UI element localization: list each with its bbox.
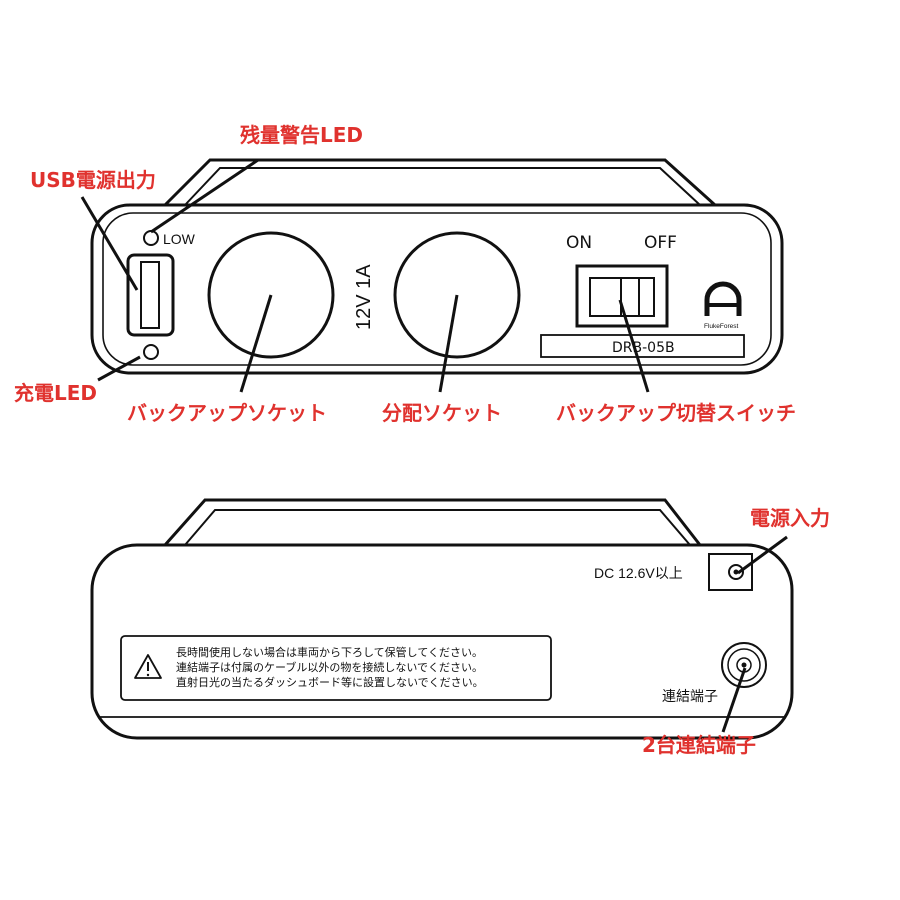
callout-power-input: 電源入力 xyxy=(750,506,830,530)
brand-name: FlukeForest xyxy=(704,323,739,330)
warning-line-2: 連結端子は付属のケーブル以外の物を接続しないでください。 xyxy=(176,660,483,674)
front-handle xyxy=(163,158,717,207)
callout-remaining-warning-led: 残量警告LED xyxy=(240,123,363,147)
backup-switch xyxy=(575,264,669,328)
low-led xyxy=(143,230,159,246)
callout-two-unit-link: 2台連結端子 xyxy=(642,733,756,757)
low-label: LOW xyxy=(163,231,196,247)
switch-on-label: ON xyxy=(566,233,592,253)
usb-port xyxy=(126,253,175,337)
charge-led xyxy=(143,344,159,360)
back-handle xyxy=(163,498,702,546)
warning-line-3: 直射日光の当たるダッシュボード等に設置しないでください。 xyxy=(176,675,484,689)
switch-off-label: OFF xyxy=(644,233,677,253)
link-terminal-label: 連結端子 xyxy=(662,688,718,704)
callout-backup-switch: バックアップ切替スイッチ xyxy=(556,401,796,425)
link-terminal xyxy=(721,642,767,688)
distribution-socket xyxy=(393,231,521,359)
back-body-outer xyxy=(90,543,794,740)
warning-triangle-icon xyxy=(134,654,162,679)
backup-socket xyxy=(207,231,335,359)
front-body-outer xyxy=(90,203,784,375)
callout-usb-power-output: USB電源出力 xyxy=(30,168,156,192)
model-plate xyxy=(540,334,745,358)
back-view: DC 12.6V以上 連結端子 長時間使用しない場合は車両から下ろして保管してく… xyxy=(90,498,830,757)
warning-label xyxy=(120,635,552,701)
warning-line-1: 長時間使用しない場合は車両から下ろして保管してください。 xyxy=(176,645,483,659)
dc-input-jack xyxy=(728,564,744,580)
model-number: DRB-05B xyxy=(612,340,675,356)
flukeforest-logo-icon xyxy=(704,281,742,316)
dc-input-jack-frame xyxy=(708,553,753,591)
dc-input-label: DC 12.6V以上 xyxy=(594,565,683,581)
callout-backup-socket: バックアップソケット xyxy=(127,401,327,425)
front-body-inner xyxy=(102,212,772,366)
front-view: LOW 12V 1A ON OFF FlukeForest DRB-05B xyxy=(14,123,796,425)
callout-charging-led: 充電LED xyxy=(14,381,97,405)
rating-label: 12V 1A xyxy=(353,264,375,330)
callout-distribution-socket: 分配ソケット xyxy=(382,401,502,425)
